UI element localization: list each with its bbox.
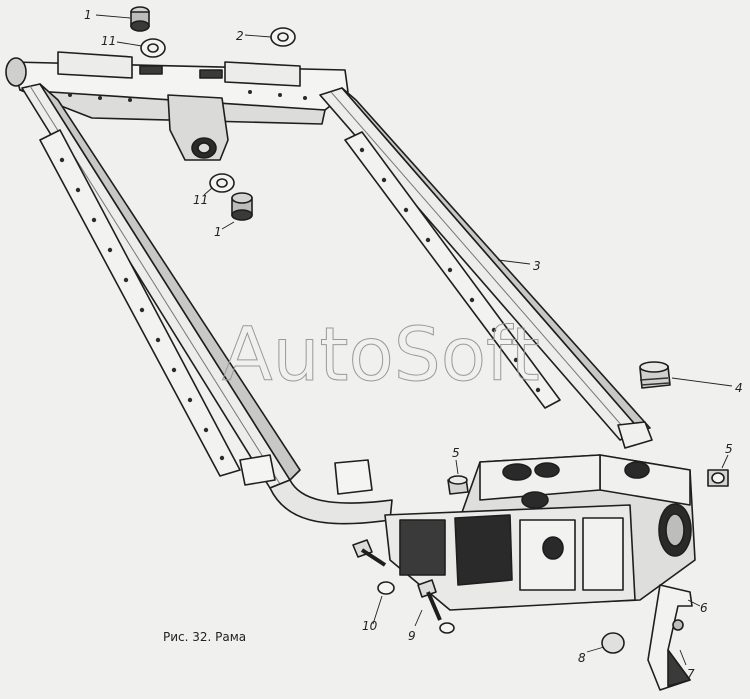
callout-11-top: 11 (101, 34, 116, 48)
bolt-left (352, 539, 387, 567)
nut-5-left (447, 475, 469, 495)
callout-11-lower: 11 (193, 193, 208, 207)
callout-8: 8 (578, 651, 586, 665)
bracket-6-7 (647, 584, 693, 691)
rear-housing (384, 421, 696, 611)
callout-labels: 1 11 2 11 1 3 4 5 5 6 7 8 9 10 (84, 8, 743, 681)
washer-10 (377, 581, 395, 595)
rear-tube-bend (239, 454, 393, 525)
bolt-9 (417, 579, 455, 634)
figure-caption: Рис. 32. Рама (163, 630, 246, 644)
washer-11-top (140, 38, 166, 58)
callout-1-lower: 1 (214, 225, 222, 239)
nut-5-right (707, 469, 729, 487)
washer-2 (270, 27, 296, 47)
washer-11-lower (209, 173, 235, 193)
watermark-outline: AutoSoft (222, 312, 540, 398)
callout-3: 3 (533, 259, 541, 273)
callout-5-right: 5 (725, 442, 733, 456)
plug-4 (639, 361, 671, 389)
rivet-holes (59, 90, 541, 461)
watermark: AutoSoft (222, 312, 541, 399)
callout-6: 6 (700, 601, 708, 615)
callout-4: 4 (735, 381, 743, 395)
bushing-1-top (130, 6, 150, 32)
callout-5-left: 5 (452, 446, 460, 460)
callout-10: 10 (362, 619, 378, 633)
callout-7: 7 (687, 667, 695, 681)
front-cross-member (5, 51, 349, 161)
bushing-1-lower (231, 192, 253, 221)
right-side-tube-3 (319, 87, 651, 441)
leader-lines (95, 14, 733, 666)
frame-drawing (5, 6, 729, 691)
callout-1-top: 1 (84, 8, 92, 22)
left-side-tube (21, 83, 301, 489)
callout-2: 2 (236, 29, 244, 43)
callout-9: 9 (408, 629, 416, 643)
plug-8 (601, 632, 625, 654)
